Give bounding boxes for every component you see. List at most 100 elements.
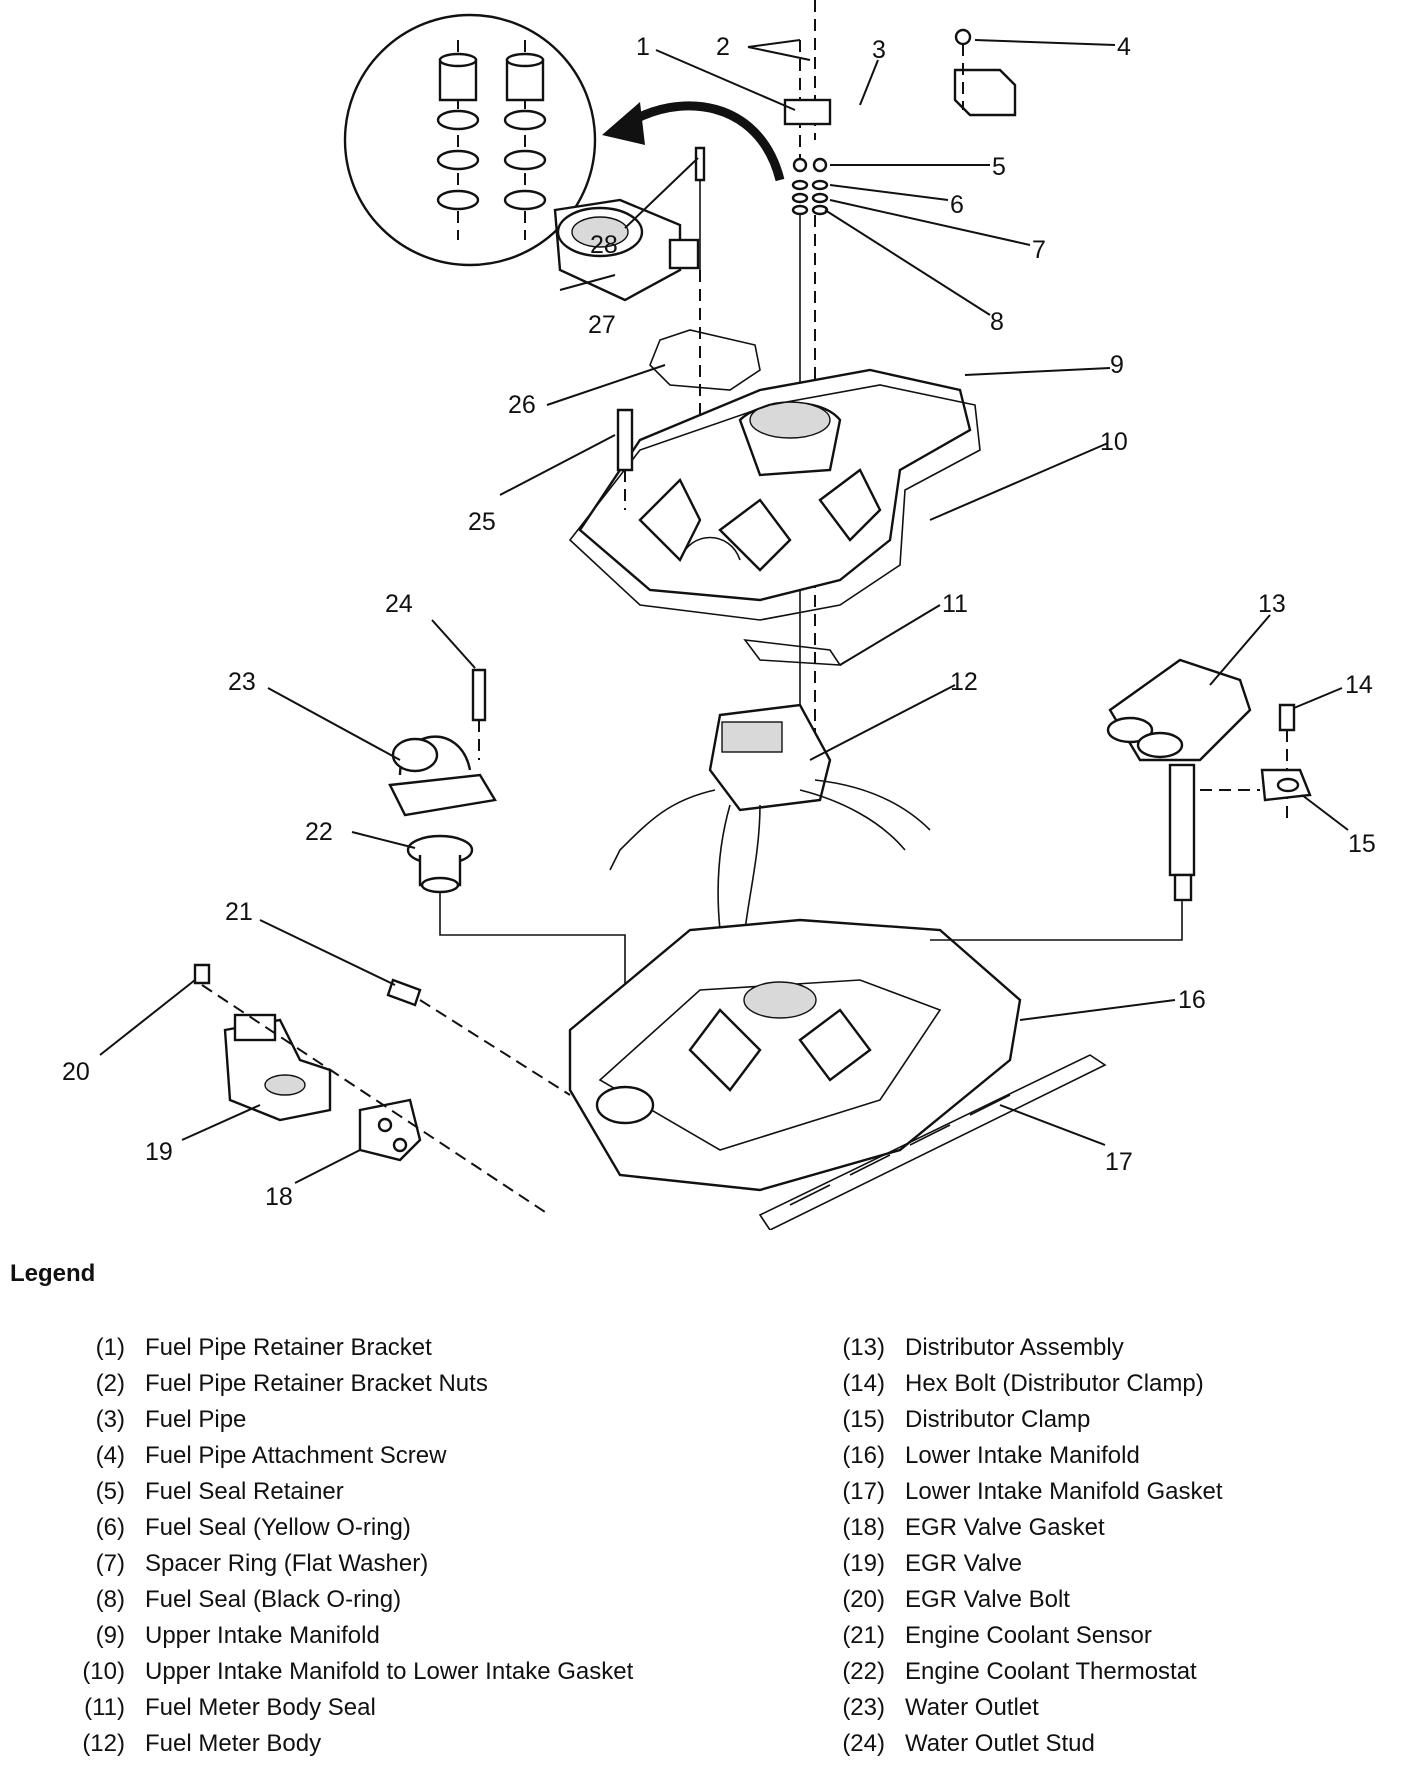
callout-27: 27 (588, 311, 616, 339)
legend-item: (21) Engine Coolant Sensor (810, 1618, 1370, 1654)
legend-item-label: Water Outlet (905, 1694, 1039, 1721)
lower-intake-manifold-gasket (758, 1054, 1107, 1230)
legend-item: (11) Fuel Meter Body Seal (50, 1690, 670, 1726)
legend-item: (10) Upper Intake Manifold to Lower Intak… (50, 1654, 670, 1690)
legend-item-label: Fuel Pipe Retainer Bracket Nuts (145, 1370, 488, 1397)
egr-valve-gasket (358, 1098, 422, 1162)
legend-item-number: (5) (95, 1478, 125, 1505)
legend-item: (12)Fuel Meter Body (50, 1726, 670, 1762)
legend-item-number: (15) (842, 1406, 885, 1433)
legend-item-number: (13) (842, 1334, 885, 1361)
legend-item-label: Fuel Pipe Retainer Bracket (145, 1334, 432, 1361)
callout-labels: 1 2 3 4 5 6 7 8 9 10 11 12 13 14 15 16 1… (62, 33, 1376, 1211)
callout-14: 14 (1345, 671, 1373, 699)
callout-9: 9 (1110, 351, 1124, 379)
legend-item-label: Fuel Meter Body (145, 1730, 322, 1757)
callout-1: 1 (636, 33, 650, 61)
legend-item-number: (10) (82, 1658, 125, 1685)
legend-item-label: Fuel Meter Body Seal (145, 1694, 376, 1721)
water-outlet (388, 735, 497, 817)
legend-item-number: (14) (842, 1370, 885, 1397)
callout-4: 4 (1117, 33, 1131, 61)
legend-column-right: (13)Distributor Assembly (14) Hex Bolt (Di… (810, 1330, 1370, 1762)
throttle-body-gasket (649, 329, 761, 391)
callout-7: 7 (1032, 236, 1046, 264)
callout-22: 22 (305, 818, 333, 846)
legend-item-label: Fuel Seal (Yellow O-ring) (145, 1514, 411, 1541)
fuel-pipe-assembly (783, 0, 1017, 740)
legend-item-number: (17) (842, 1478, 885, 1505)
engine-coolant-thermostat (406, 834, 626, 1130)
callout-26: 26 (508, 391, 536, 419)
distributor-clamp-bolt (1278, 703, 1296, 820)
fuel-meter-body-seal (743, 638, 842, 666)
legend-item-label: Upper Intake Manifold to Lower Intake Ga… (145, 1658, 634, 1685)
legend-item-number: (3) (95, 1406, 125, 1433)
legend-item: (17)Lower Intake Manifold Gasket (810, 1474, 1370, 1510)
legend-item-number: (18) (842, 1514, 885, 1541)
legend-item-label: Fuel Pipe (145, 1406, 247, 1433)
legend-item-number: (16) (842, 1442, 885, 1469)
legend-item-number: (8) (95, 1586, 125, 1613)
throttle-body (553, 146, 706, 480)
legend-item: (23) Water Outlet (810, 1690, 1370, 1726)
legend-item: (16)Lower Intake Manifold (810, 1438, 1370, 1474)
legend-item: (1) Fuel Pipe Retainer Bracket (50, 1330, 670, 1366)
legend-item-number: (9) (95, 1622, 125, 1649)
legend-item-label: Spacer Ring (Flat Washer) (145, 1550, 429, 1577)
legend-item-number: (11) (84, 1694, 125, 1721)
legend-item: (13)Distributor Assembly (810, 1330, 1370, 1366)
callout-17: 17 (1105, 1148, 1133, 1176)
legend-item-label: EGR Valve Bolt (905, 1586, 1070, 1613)
legend-item-label: Water Outlet Stud (905, 1730, 1095, 1757)
legend-item: (6) Fuel Seal (Yellow O-ring) (50, 1510, 670, 1546)
legend-item: (4)Fuel Pipe Attachment Screw (50, 1438, 670, 1474)
exploded-view-diagram: 1 2 3 4 5 6 7 8 9 10 11 12 13 14 15 16 1… (62, 0, 1376, 1230)
callout-23: 23 (228, 668, 256, 696)
legend-item-label: Upper Intake Manifold (145, 1622, 380, 1649)
callout-16: 16 (1178, 986, 1206, 1014)
legend: Legend (1)Fuel Pipe Retainer Bracket(2)F… (10, 1260, 1400, 1780)
legend-item-label: Hex Bolt (Distributor Clamp) (905, 1370, 1204, 1397)
legend-item-label: Engine Coolant Sensor (905, 1622, 1152, 1649)
callout-leaders (99, 39, 1349, 1184)
legend-item-number: (1) (95, 1334, 125, 1361)
inset-reference-arrow (602, 101, 785, 182)
legend-item-number: (21) (842, 1622, 885, 1649)
legend-item: (22)Engine Coolant Thermostat (810, 1654, 1370, 1690)
manifold-stud-25 (616, 408, 634, 510)
callout-28: 28 (590, 231, 618, 259)
callout-5: 5 (992, 153, 1006, 181)
legend-column-left: (1) Fuel Pipe Retainer Bracket (2) Fuel Pip… (50, 1330, 670, 1762)
callout-8: 8 (990, 308, 1004, 336)
upper-to-lower-intake-gasket (568, 384, 981, 621)
legend-item-number: (19) (842, 1550, 885, 1577)
callout-2: 2 (716, 33, 730, 61)
legend-item-number: (4) (95, 1442, 125, 1469)
legend-item: (2) Fuel Pipe Retainer Bracket Nuts (50, 1366, 670, 1402)
legend-item: (3) Fuel Pipe (50, 1402, 670, 1438)
legend-item: (15)Distributor Clamp (810, 1402, 1370, 1438)
callout-19: 19 (145, 1138, 173, 1166)
legend-item-number: (2) (95, 1370, 125, 1397)
water-outlet-stud (471, 668, 487, 760)
legend-item: (24)Water Outlet Stud (810, 1726, 1370, 1762)
callout-18: 18 (265, 1183, 293, 1211)
legend-item-number: (23) (842, 1694, 885, 1721)
legend-item-number: (20) (842, 1586, 885, 1613)
callout-20: 20 (62, 1058, 90, 1086)
distributor-assembly (1106, 658, 1260, 930)
legend-item-label: EGR Valve (905, 1550, 1022, 1577)
legend-item: (7)Spacer Ring (Flat Washer) (50, 1546, 670, 1582)
egr-valve-bolt (193, 963, 546, 1213)
egr-valve (223, 1013, 332, 1122)
legend-item: (19) EGR Valve (810, 1546, 1370, 1582)
legend-item-number: (6) (95, 1514, 125, 1541)
engine-coolant-sensor (386, 978, 571, 1096)
callout-15: 15 (1348, 830, 1376, 858)
legend-item: (8)Fuel Seal (Black O-ring) (50, 1582, 670, 1618)
legend-item: (9) Upper Intake Manifold (50, 1618, 670, 1654)
legend-item: (18)EGR Valve Gasket (810, 1510, 1370, 1546)
callout-24: 24 (385, 590, 413, 618)
callout-21: 21 (225, 898, 253, 926)
